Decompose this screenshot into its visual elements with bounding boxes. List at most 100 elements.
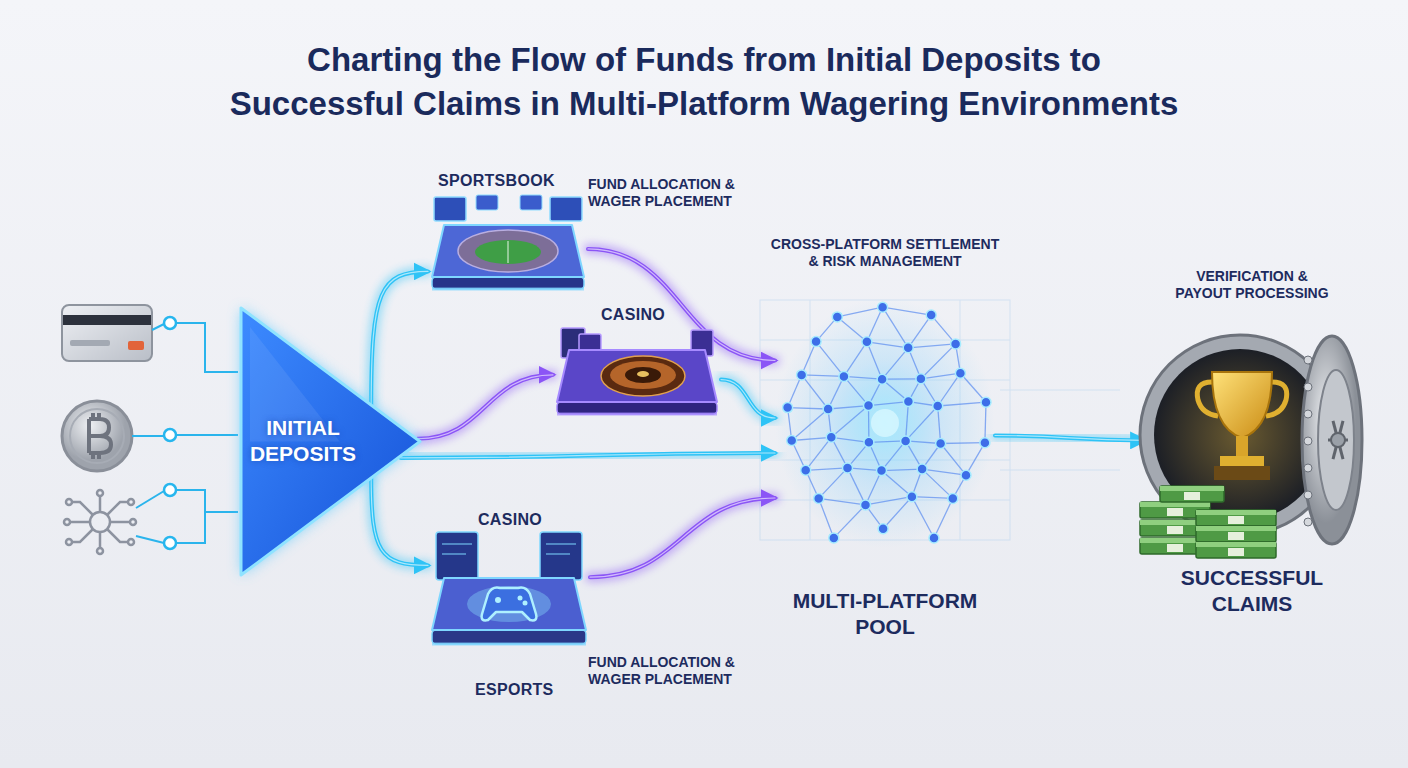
illustration-part [557,350,717,402]
illustration-part [89,413,111,459]
flow-arrow [590,498,775,577]
flow-arrow [371,477,428,565]
illustration-part [164,317,176,329]
illustration-part [955,368,965,378]
illustration-part [1196,510,1276,526]
illustration-part [241,308,420,575]
illustration-part [97,490,103,496]
platform-box-art [428,195,588,293]
illustration-part [906,402,909,441]
illustration-part [164,429,176,441]
illustration-part [164,537,176,549]
illustration-part [1000,390,1120,391]
illustration-part [819,498,866,505]
illustration-part [1304,491,1312,499]
illustration-part [985,402,986,443]
diagram-title: Charting the Flow of Funds from Initial … [84,38,1324,126]
illustration-part [70,409,124,463]
illustration-part [550,197,582,221]
illustration-part [1331,433,1345,447]
illustration-part [557,402,717,414]
illustration-part [926,310,936,320]
flow-arrow [995,436,1145,441]
illustration-part [1167,544,1183,552]
illustration-part [1304,356,1312,364]
arrow-glow [721,380,775,418]
platform-name: SPORTSBOOK [438,171,555,190]
illustration-part [1196,526,1276,531]
illustration-part [903,343,913,353]
illustration-part [921,373,961,379]
illustration-part [432,225,584,277]
illustration-part [70,521,90,524]
illustration-part [882,471,912,497]
illustration-part [1228,532,1244,540]
illustration-part [792,409,828,441]
illustration-part [802,375,844,377]
illustration-part [1220,456,1264,466]
arrow-highlight [401,453,775,458]
illustration-part [475,240,541,264]
illustration-part [823,404,833,414]
illustration-part [176,490,238,512]
illustration-part [981,397,991,407]
illustration-part [861,500,871,510]
illustration-part [70,340,110,346]
stage-heading: VERIFICATION & PAYOUT PROCESSING [1162,268,1342,302]
illustration-part [99,532,102,548]
node-label: MULTI-PLATFORM POOL [770,588,1000,640]
arrow-highlight [995,436,1145,441]
illustration-part [63,315,151,325]
illustration-part [837,317,867,342]
illustration-part [1167,508,1183,516]
illustration-part [482,588,537,621]
illustration-part [922,469,966,475]
illustration-part [1184,492,1200,500]
arrow-glow [590,498,775,577]
illustration-part [495,597,501,603]
arrow-highlight [590,498,775,577]
illustration-part [164,317,176,549]
illustration-part [871,409,899,437]
illustration-part [132,323,238,543]
illustration-part [811,337,821,347]
illustration-part [788,408,829,409]
illustration-part [601,356,685,396]
illustration-part [783,403,793,413]
illustration-part [878,302,888,312]
illustration-part [110,521,130,524]
illustration-part [792,437,832,440]
stage-heading: CROSS-PLATFORM SETTLEMENT & RISK MANAGEM… [750,236,1020,270]
illustration-part [241,308,420,575]
illustration-part [864,437,874,447]
arrow-highlight [417,375,553,439]
illustration-part [1228,548,1244,556]
illustration-part [921,344,956,379]
deposit-triangle: INITIAL DEPOSITS [238,305,423,578]
illustration-part [1304,383,1312,391]
illustration-part [834,505,866,538]
flow-arrow [721,380,775,418]
illustration-part [432,288,584,291]
illustration-part [136,491,164,508]
illustration-part [1196,510,1276,515]
illustration-part [883,497,912,529]
illustration-part [802,375,829,409]
illustration-part [72,502,93,515]
illustration-part [951,339,961,349]
illustration-part [829,533,839,543]
illustration-part [916,374,926,384]
illustration-part [1196,542,1276,547]
platform-box-art [428,530,590,648]
illustration-part [819,498,834,538]
illustration-part [908,315,931,348]
illustration-part [610,361,676,389]
illustration-part [843,463,853,473]
illustration-part [164,484,176,496]
illustration-part [72,529,93,542]
illustration-part [960,373,986,402]
illustration-part [882,348,908,379]
illustration-part [1302,336,1362,544]
flow-arrow [401,453,775,458]
illustration-part [806,437,832,470]
